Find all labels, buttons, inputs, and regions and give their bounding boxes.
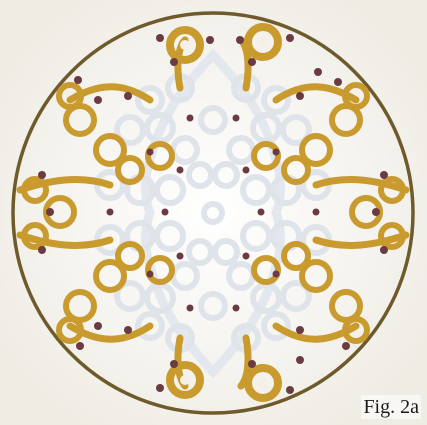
rosettes (166, 23, 282, 402)
lace-rings (16, 23, 410, 402)
beads (38, 34, 388, 394)
white-lace-center (141, 48, 285, 379)
metal-ring (11, 11, 415, 415)
figure-caption: Fig. 2a (361, 395, 421, 419)
